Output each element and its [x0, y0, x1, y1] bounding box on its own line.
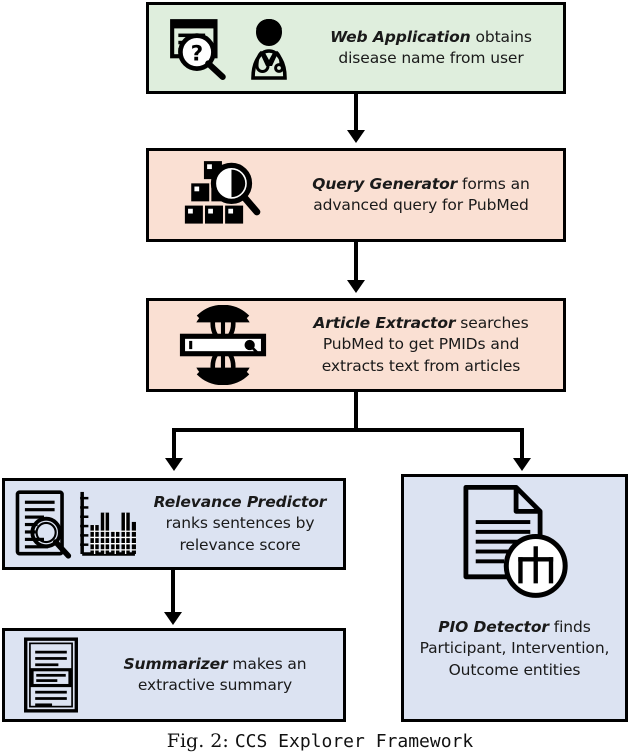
node-query-generator-rest: forms an [457, 174, 530, 193]
node-pio-detector-rest: finds [548, 618, 591, 636]
connector-line-split-left-drop [172, 428, 176, 460]
node-article-extractor-line3: extracts text from articles [321, 356, 521, 375]
node-relevance-predictor-line2: ranks sentences by [165, 514, 315, 533]
node-web-application-line2: disease name from user [338, 49, 524, 67]
arrowhead-query-to-article [347, 280, 365, 293]
node-relevance-predictor-text: Relevance Predictor ranks sentences by r… [137, 492, 343, 556]
node-article-extractor-line2: PubMed to get PMIDs and [322, 335, 520, 354]
connector-line-query-to-article [354, 242, 358, 280]
node-query-generator-emphasis: Query Generator [312, 174, 458, 193]
connector-line-article-split-bar [172, 428, 524, 432]
figure-caption-prefix: Fig. 2: [166, 730, 229, 752]
node-relevance-predictor-emphasis: Relevance Predictor [153, 492, 327, 511]
connector-line-article-split-stem [354, 392, 358, 430]
node-web-application-rest: obtains [470, 27, 532, 46]
node-pio-detector-emphasis: PIO Detector [438, 618, 549, 636]
node-article-extractor-text: Article Extractor searches PubMed to get… [279, 313, 563, 377]
node-query-generator-text: Query Generator forms an advanced query … [279, 174, 563, 217]
document-question-search-icon: ? [167, 15, 233, 81]
node-query-generator-line2: advanced query for PubMed [313, 196, 529, 214]
connector-line-split-right-drop [520, 428, 524, 460]
node-article-extractor-emphasis: Article Extractor [313, 313, 456, 332]
node-article-extractor-rest: searches [455, 313, 529, 332]
node-summarizer[interactable]: Summarizer makes an extractive summary [2, 628, 346, 722]
figure-caption-title: CCS Explorer Framework [234, 731, 474, 752]
svg-text:?: ? [191, 41, 204, 66]
figure-caption: Fig. 2: CCS Explorer Framework [0, 730, 640, 752]
document-hierarchy-icon [457, 483, 573, 603]
arrowhead-to-pio-detector [513, 458, 531, 471]
blocks-magnifier-icon [167, 159, 279, 231]
node-summarizer-text: Summarizer makes an extractive summary [87, 654, 343, 697]
node-web-application[interactable]: ? Web Application obtains disease name f… [146, 2, 566, 94]
node-pio-detector-line2: Participant, Intervention, [419, 639, 610, 658]
connector-line-relevance-to-summarizer [171, 570, 175, 612]
arrowhead-web-to-query [347, 130, 365, 143]
highlighted-text-document-icon [15, 636, 87, 714]
bar-chart-icon [77, 489, 137, 559]
node-article-extractor[interactable]: Article Extractor searches PubMed to get… [146, 298, 566, 392]
node-summarizer-line2: extractive summary [137, 676, 293, 694]
doctor-stethoscope-icon [239, 16, 299, 80]
node-web-application-emphasis: Web Application [330, 27, 471, 46]
node-relevance-predictor[interactable]: Relevance Predictor ranks sentences by r… [2, 478, 346, 570]
arrowhead-relevance-to-summarizer [164, 612, 182, 625]
document-magnifier-icon [13, 489, 75, 559]
connector-line-web-to-query [354, 94, 358, 130]
node-pio-detector-text: PIO Detector finds Participant, Interven… [416, 617, 614, 709]
node-relevance-predictor-line3: relevance score [179, 535, 301, 554]
node-query-generator[interactable]: Query Generator forms an advanced query … [146, 148, 566, 242]
node-summarizer-rest: makes an [227, 654, 307, 673]
globe-search-bar-icon [167, 305, 279, 385]
node-summarizer-emphasis: Summarizer [123, 654, 228, 673]
node-web-application-text: Web Application obtains disease name fro… [299, 27, 563, 70]
node-pio-detector[interactable]: PIO Detector finds Participant, Interven… [401, 474, 628, 722]
node-pio-detector-line3: Outcome entities [448, 660, 581, 679]
arrowhead-to-relevance-predictor [165, 458, 183, 471]
